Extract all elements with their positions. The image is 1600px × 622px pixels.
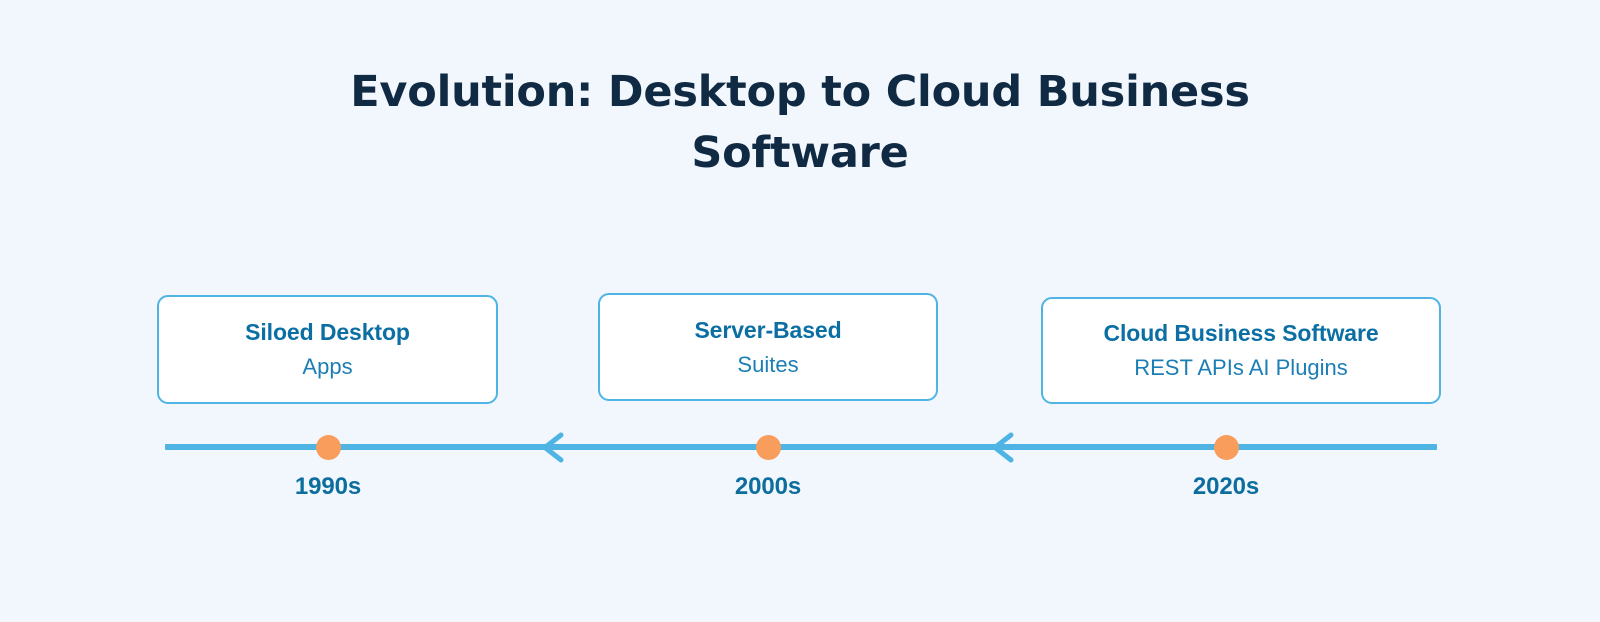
milestone-card-1990s: Siloed Desktop Apps	[157, 295, 498, 404]
page-title-line-2: Software	[691, 128, 909, 178]
milestone-card-2020s: Cloud Business Software REST APIs AI Plu…	[1041, 297, 1441, 404]
milestone-card-title: Server-Based	[694, 316, 842, 343]
chevron-left-icon	[988, 432, 1018, 463]
page-title: Evolution: Desktop to Cloud Business Sof…	[300, 62, 1300, 184]
milestone-card-subtitle: Suites	[737, 351, 799, 377]
milestone-dot-2020s	[1214, 435, 1239, 460]
milestone-card-subtitle: REST APIs AI Plugins	[1134, 355, 1348, 380]
milestone-card-subtitle: Apps	[302, 354, 353, 379]
timeline-axis-line	[165, 444, 1437, 450]
timeline-year-label: 2020s	[1192, 473, 1260, 500]
timeline-year-label: 2000s	[734, 473, 802, 500]
milestone-dot-2000s	[756, 435, 781, 460]
milestone-card-2000s: Server-Based Suites	[598, 293, 938, 401]
chevron-left-icon	[538, 432, 568, 463]
milestone-dot-1990s	[316, 435, 341, 460]
timeline-year-label: 1990s	[294, 473, 362, 500]
milestone-card-title: Cloud Business Software	[1103, 320, 1379, 346]
page-title-line-1: Evolution: Desktop to Cloud Business	[350, 67, 1250, 117]
milestone-card-title: Siloed Desktop	[245, 319, 410, 345]
